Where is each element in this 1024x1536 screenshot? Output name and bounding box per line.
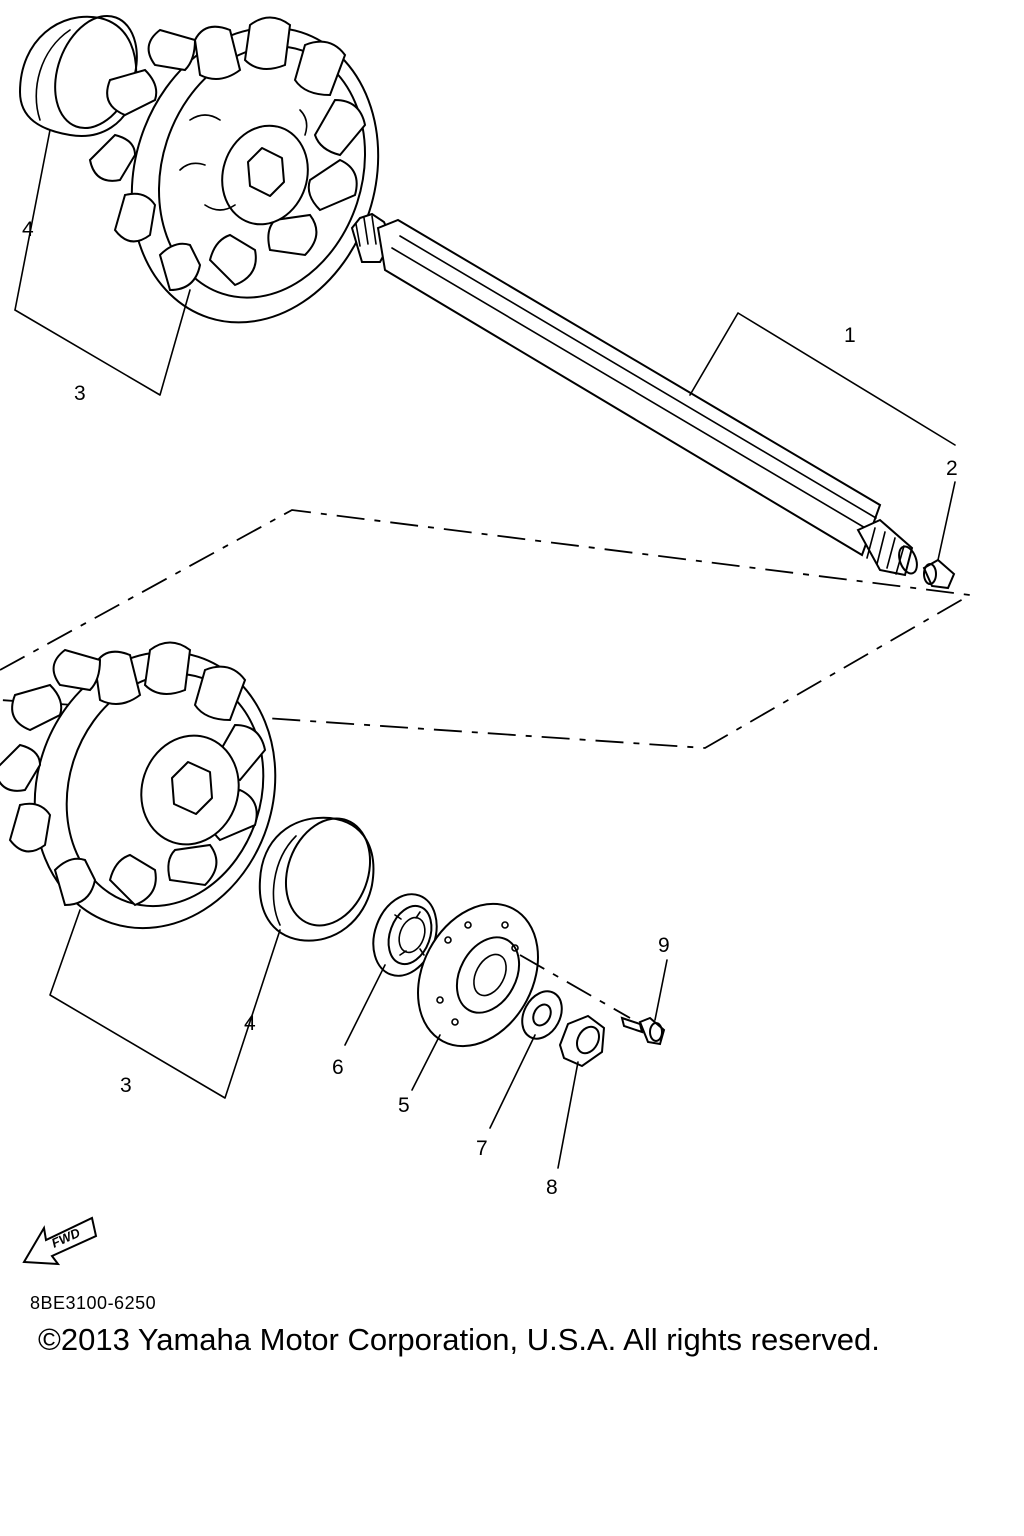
leader-lines-upper-group [14, 129, 191, 396]
callout-4-lower: 4 [244, 1012, 256, 1035]
callout-9: 9 [658, 934, 670, 957]
sprocket-wheel-lower [0, 641, 277, 930]
leader-lines-lower-group [49, 909, 281, 1099]
flange-plate-part-5 [417, 902, 539, 1048]
leader-line-5 [411, 1034, 441, 1091]
callout-3-lower: 3 [120, 1074, 132, 1097]
washer-part-7 [521, 990, 563, 1040]
leader-line-2 [937, 481, 956, 561]
bolt-alignment-line [519, 954, 631, 1019]
bolt-part-9 [620, 1016, 666, 1046]
callout-4-upper: 4 [22, 218, 34, 241]
leader-line-1 [689, 312, 956, 446]
callout-2: 2 [946, 457, 958, 480]
axle-shaft [350, 212, 918, 577]
callout-6: 6 [332, 1056, 344, 1079]
fwd-arrow-icon: FWD [22, 1216, 98, 1266]
callout-8: 8 [546, 1176, 558, 1199]
callout-5: 5 [398, 1094, 410, 1117]
leader-line-6 [344, 964, 386, 1046]
bearing-part-6 [372, 893, 438, 977]
collar-part-2 [922, 558, 956, 590]
nut-part-8 [558, 1014, 606, 1068]
callout-1: 1 [844, 324, 856, 347]
copyright-notice: ©2013 Yamaha Motor Corporation, U.S.A. A… [38, 1322, 880, 1357]
leader-line-9 [654, 959, 668, 1021]
sprocket-wheel-upper [88, 16, 380, 324]
leader-line-7 [489, 1034, 536, 1129]
leader-line-8 [557, 1061, 579, 1169]
assembly-outline [0, 509, 973, 749]
spacer-ring-lower [258, 816, 375, 942]
callout-7: 7 [476, 1137, 488, 1160]
diagram-code: 8BE3100-6250 [30, 1293, 157, 1313]
spacer-ring-upper [18, 14, 138, 137]
callout-3-upper: 3 [74, 382, 86, 405]
